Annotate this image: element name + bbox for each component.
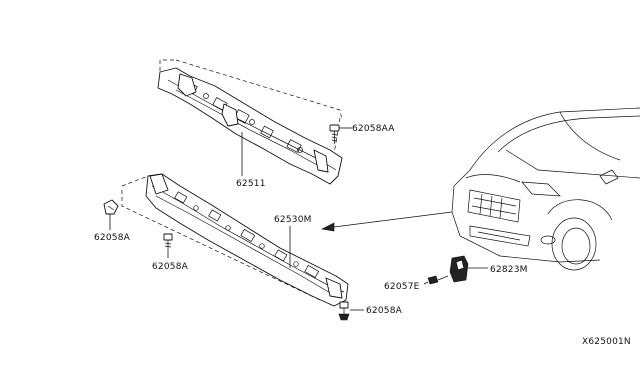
callout-62058A-left-upper: 62058A bbox=[94, 233, 131, 243]
clip-bottom[interactable] bbox=[338, 301, 364, 321]
callout-62823M: 62823M bbox=[490, 265, 528, 275]
screw-62057E[interactable] bbox=[423, 275, 449, 285]
lower-core-support[interactable] bbox=[121, 173, 349, 307]
callout-62511: 62511 bbox=[236, 179, 266, 189]
location-arrow bbox=[321, 211, 453, 232]
upper-bolt[interactable] bbox=[329, 124, 352, 144]
callout-62530M: 62530M bbox=[274, 215, 312, 225]
clip-left-lower[interactable] bbox=[163, 233, 173, 258]
vehicle-illustration bbox=[451, 107, 640, 271]
callout-62057E: 62057E bbox=[384, 282, 420, 292]
callout-62058A-bottom: 62058A bbox=[366, 306, 403, 316]
bracket-62823M[interactable] bbox=[449, 255, 488, 283]
callout-62058A-left-lower: 62058A bbox=[152, 262, 189, 272]
clip-left-upper[interactable] bbox=[103, 199, 119, 230]
callout-62058AA: 62058AA bbox=[352, 124, 395, 134]
diagram-code: X625001N bbox=[582, 337, 631, 347]
upper-core-support[interactable] bbox=[157, 59, 343, 185]
